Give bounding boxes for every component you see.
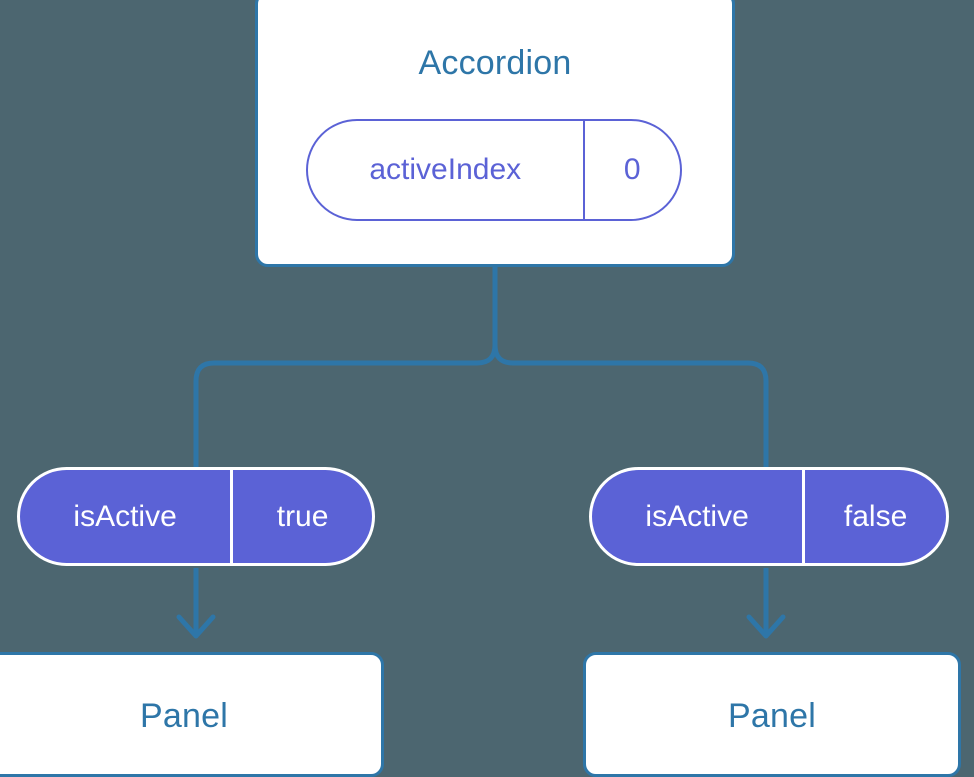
prop-value-label: true	[276, 499, 329, 533]
connector-left-branch	[193, 266, 498, 468]
prop-key-label: isActive	[592, 470, 806, 563]
component-card-panel-right[interactable]: Panel	[583, 652, 961, 777]
component-title-panel-right: Panel	[728, 697, 816, 735]
state-key-label: activeIndex	[308, 121, 585, 219]
component-title-accordion: Accordion	[418, 44, 572, 82]
prop-value-label: false	[843, 499, 908, 533]
prop-pill-isactive-false[interactable]: isActive false	[589, 467, 949, 566]
connector-right-branch	[492, 266, 769, 468]
component-card-panel-left[interactable]: Panel	[0, 652, 384, 777]
prop-pill-isactive-true[interactable]: isActive true	[17, 467, 375, 566]
state-pill-activeindex[interactable]: activeIndex 0	[306, 119, 682, 221]
prop-key-label: isActive	[20, 470, 234, 563]
arrow-left-head-icon	[176, 614, 216, 639]
arrow-right-head-icon	[746, 614, 786, 639]
component-title-panel-left: Panel	[140, 697, 228, 735]
state-value-label: 0	[623, 153, 641, 186]
